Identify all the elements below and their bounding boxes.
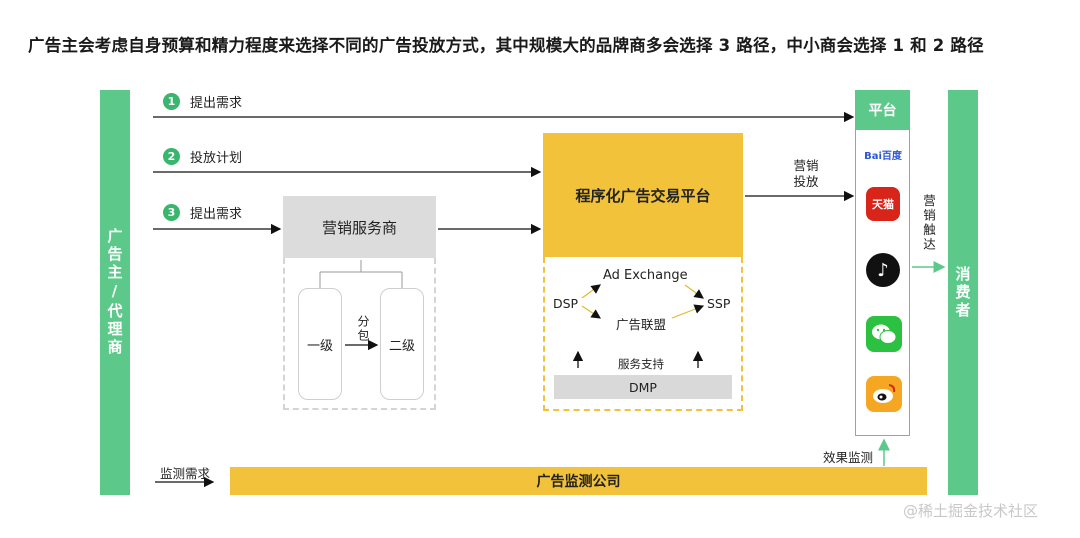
subcontract-label: 分包 <box>356 315 370 343</box>
level-1-label: 一级 <box>306 338 333 354</box>
dmp-box: DMP <box>554 375 732 399</box>
weibo-logo-icon <box>866 376 902 412</box>
platform-header: 平台 <box>855 90 910 130</box>
step-2-number: 2 <box>163 148 180 165</box>
watermark: @稀土掘金技术社区 <box>903 502 1039 520</box>
step-1: 1 提出需求 <box>163 92 242 111</box>
baidu-logo-icon: Bai百度 <box>864 150 902 162</box>
service-support-label: 服务支持 <box>618 357 664 371</box>
ssp-label: SSP <box>707 296 731 311</box>
trading-platform-detail <box>543 257 743 411</box>
advertiser-label: 广告主/代理商 <box>105 228 124 357</box>
consumer-label: 消费者 <box>953 265 972 320</box>
trading-platform-box: 程序化广告交易平台 <box>543 133 743 257</box>
tmall-logo-icon: 天猫 <box>866 187 900 221</box>
monitoring-company-label: 广告监测公司 <box>536 474 621 490</box>
step-3-number: 3 <box>163 204 180 221</box>
monitoring-company-bar: 广告监测公司 <box>230 467 927 495</box>
trading-platform-label: 程序化广告交易平台 <box>575 186 711 205</box>
service-provider-detail <box>283 258 436 410</box>
step-1-number: 1 <box>163 93 180 110</box>
marketing-launch-label: 营销投放 <box>793 158 819 189</box>
advertiser-bar: 广告主/代理商 <box>100 90 130 495</box>
step-2-label: 投放计划 <box>190 151 243 166</box>
step-1-label: 提出需求 <box>190 96 243 111</box>
diagram-title: 广告主会考虑自身预算和精力程度来选择不同的广告投放方式，其中规模大的品牌商多会选… <box>28 36 984 55</box>
effect-monitoring-label: 效果监测 <box>823 450 874 465</box>
consumer-bar: 消费者 <box>948 90 978 495</box>
marketing-reach-label: 营销触达 <box>921 194 936 252</box>
step-3-label: 提出需求 <box>190 207 243 222</box>
wechat-logo-icon <box>866 316 902 352</box>
monitoring-demand-label: 监测需求 <box>160 466 211 481</box>
level-2-label: 二级 <box>388 338 415 354</box>
tiktok-logo-icon: ♪ <box>866 253 900 287</box>
level-2-box: 二级 <box>380 288 424 400</box>
service-provider-box: 营销服务商 <box>283 196 436 258</box>
service-provider-label: 营销服务商 <box>321 218 397 237</box>
dmp-label: DMP <box>629 379 657 395</box>
ad-alliance-label: 广告联盟 <box>616 317 667 332</box>
level-1-box: 一级 <box>298 288 342 400</box>
step-3: 3 提出需求 <box>163 203 242 222</box>
ad-exchange-label: Ad Exchange <box>603 268 688 283</box>
platform-label: 平台 <box>868 103 897 119</box>
dsp-label: DSP <box>553 296 579 311</box>
step-2: 2 投放计划 <box>163 147 242 166</box>
